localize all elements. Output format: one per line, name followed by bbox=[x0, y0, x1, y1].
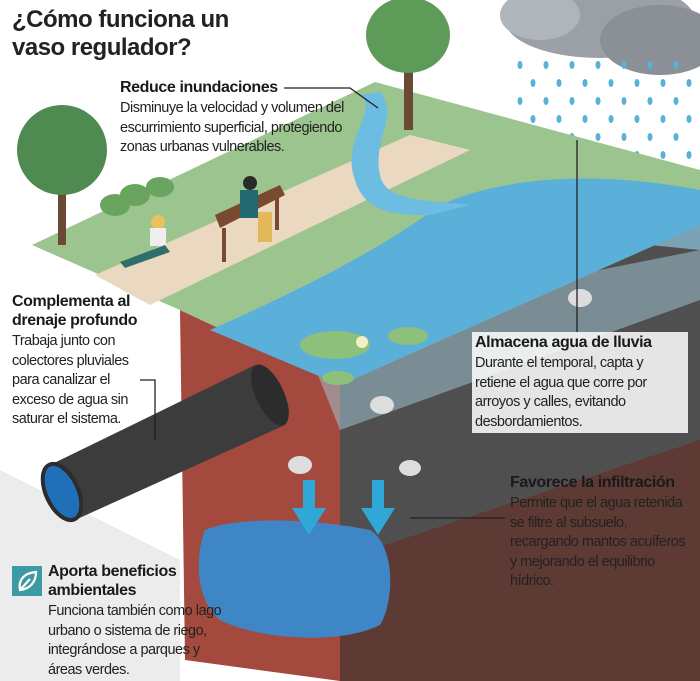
callout-body: Permite que el agua retenida se filtre a… bbox=[510, 495, 686, 589]
rain-drop bbox=[543, 97, 549, 105]
stone bbox=[399, 460, 421, 476]
rain-drop bbox=[582, 79, 588, 87]
callout-reduce: Reduce inundaciones Disminuye la velocid… bbox=[120, 78, 360, 158]
rain-drop bbox=[686, 151, 692, 159]
rain-drop bbox=[660, 79, 666, 87]
rain-drop bbox=[621, 61, 627, 69]
stream bbox=[351, 92, 470, 215]
callout-favorece: Favorece la infiltración Permite que el … bbox=[510, 473, 695, 592]
leader-line bbox=[284, 87, 379, 109]
page-title: ¿Cómo funciona un vaso regulador? bbox=[12, 6, 229, 61]
ground-shadow bbox=[0, 470, 180, 681]
rain-drop bbox=[660, 151, 666, 159]
rain-drop bbox=[634, 115, 640, 123]
infiltration-arrows bbox=[292, 480, 395, 535]
rain-drop bbox=[569, 97, 575, 105]
leader-line bbox=[140, 379, 156, 440]
drain-pipe bbox=[40, 364, 289, 523]
callout-heading: Favorece la infiltración bbox=[510, 474, 675, 491]
rain-drop bbox=[556, 79, 562, 87]
callout-complementa: Complementa al drenaje profundo Trabaja … bbox=[12, 292, 172, 430]
tree bbox=[366, 0, 450, 130]
bench-with-person bbox=[215, 176, 285, 262]
callout-heading: Aporta beneficios ambientales bbox=[48, 563, 177, 599]
rain-drop bbox=[569, 61, 575, 69]
callout-aporta: Aporta beneficios ambientales Funciona t… bbox=[48, 562, 233, 680]
callout-body: Disminuye la velocidad y volumen del esc… bbox=[120, 100, 344, 155]
rain-drop bbox=[647, 97, 653, 105]
bushes bbox=[100, 177, 174, 216]
stone bbox=[370, 396, 394, 414]
leaf-icon bbox=[12, 566, 42, 596]
rain-drop bbox=[530, 115, 536, 123]
rain-drop bbox=[673, 97, 679, 105]
rain-drop bbox=[686, 115, 692, 123]
rain-drop bbox=[634, 79, 640, 87]
rain-drop bbox=[595, 97, 601, 105]
rain-drop bbox=[517, 97, 523, 105]
rain-drop bbox=[595, 61, 601, 69]
callout-heading: Almacena agua de lluvia bbox=[475, 334, 652, 351]
rain-drop bbox=[621, 133, 627, 141]
rain-drop bbox=[608, 79, 614, 87]
rain-drop bbox=[595, 133, 601, 141]
rain-drop bbox=[673, 61, 679, 69]
callout-almacena: Almacena agua de lluvia Durante el tempo… bbox=[472, 332, 688, 433]
rain-cloud bbox=[500, 0, 700, 75]
person-on-grass bbox=[120, 215, 170, 268]
rain-drop bbox=[647, 61, 653, 69]
rain-drop bbox=[582, 115, 588, 123]
callout-heading: Complementa al drenaje profundo bbox=[12, 293, 138, 329]
callout-body: Funciona también como lago urbano o sist… bbox=[48, 603, 222, 678]
tree bbox=[17, 105, 107, 245]
lily-pad bbox=[388, 327, 428, 345]
rain-drop bbox=[686, 79, 692, 87]
grass-surface bbox=[32, 82, 700, 385]
rain-drop bbox=[608, 115, 614, 123]
rain-drop bbox=[543, 61, 549, 69]
lily-pad bbox=[300, 331, 370, 359]
rain-drop bbox=[621, 97, 627, 105]
rain-drop bbox=[673, 133, 679, 141]
callout-body: Trabaja junto con colectores pluviales p… bbox=[12, 333, 129, 427]
rain-drop bbox=[517, 61, 523, 69]
callout-heading: Reduce inundaciones bbox=[120, 79, 278, 96]
callout-body: Durante el temporal, capta y retiene el … bbox=[475, 355, 647, 430]
lily-pad bbox=[322, 371, 354, 385]
rain-drop bbox=[556, 115, 562, 123]
lily-flower bbox=[356, 336, 368, 348]
rain-drop bbox=[660, 115, 666, 123]
stone bbox=[568, 289, 592, 307]
rain-drop bbox=[530, 79, 536, 87]
aquifer bbox=[198, 520, 391, 638]
stone bbox=[288, 456, 312, 474]
rain-drop bbox=[647, 133, 653, 141]
